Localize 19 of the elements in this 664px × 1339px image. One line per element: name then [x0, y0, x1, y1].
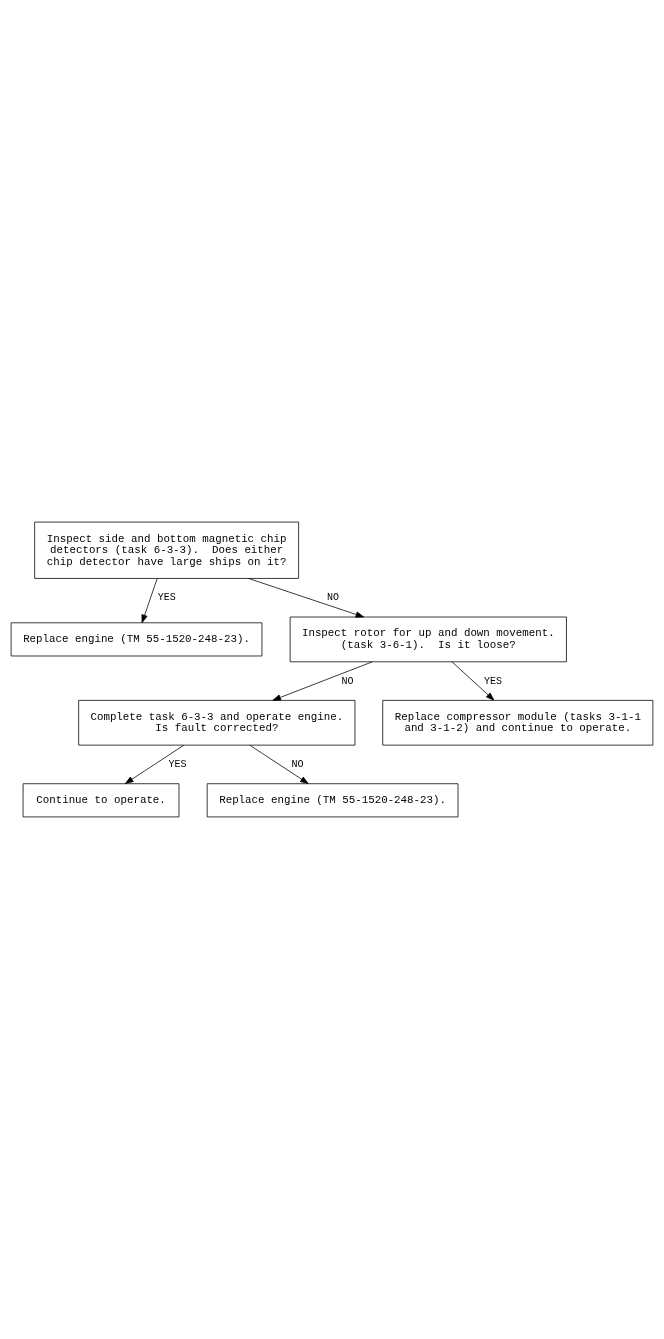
edge-label: NO — [341, 675, 354, 687]
arrow — [125, 744, 185, 784]
edge-label: NO — [291, 759, 304, 771]
node-box: Continue to operate. — [22, 783, 180, 818]
edge-label: YES — [168, 759, 187, 771]
node-box: Inspect rotor for up and down movement. (task 3-6-1). Is it loose? — [289, 616, 567, 663]
node-box: Inspect side and bottom magnetic chip detectors (task 6-3-3). Does either chip detector have large ships on it? — [34, 521, 299, 579]
arrow — [451, 661, 495, 701]
arrow — [141, 578, 158, 624]
arrow — [248, 578, 365, 618]
node-box: Replace engine (TM 55-1520-248-23). — [10, 622, 263, 657]
edge-label: YES — [484, 675, 503, 687]
node-box: Complete task 6-3-3 and operate engine. Is fault corrected? — [78, 700, 356, 746]
node-box: Replace compressor module (tasks 3-1-1 and 3-1-2) and continue to operate. — [382, 700, 654, 746]
node-box: Replace engine (TM 55-1520-248-23). — [206, 783, 459, 818]
edge-label: YES — [157, 592, 176, 604]
edge-label: NO — [326, 592, 339, 604]
arrow — [249, 744, 309, 784]
arrow — [272, 661, 373, 701]
